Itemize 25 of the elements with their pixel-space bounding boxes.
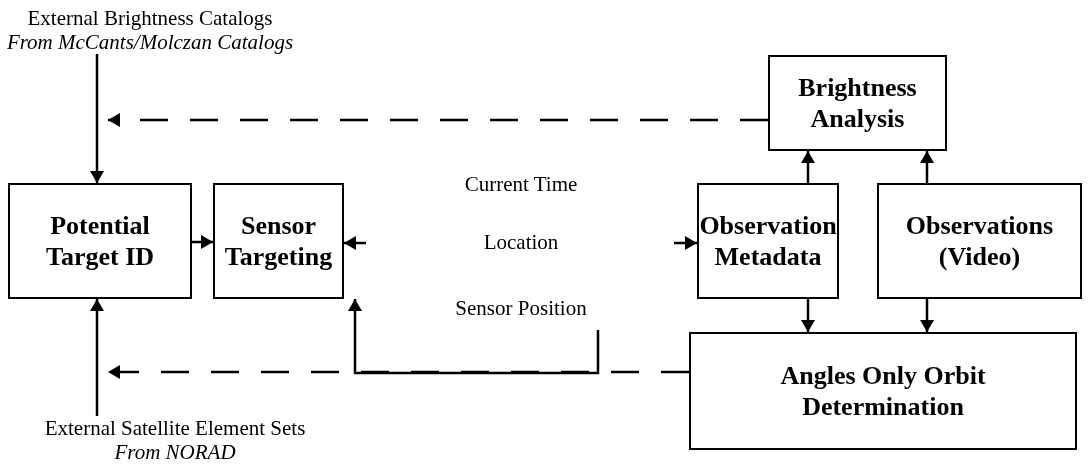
process-box: Observation Metadata bbox=[697, 183, 839, 299]
source-title: External Brightness Catalogs bbox=[26, 6, 274, 30]
process-box: Observations (Video) bbox=[877, 183, 1082, 299]
process-box: Angles Only Orbit Determination bbox=[689, 332, 1077, 450]
data-label: Current Time bbox=[464, 172, 578, 197]
data-label: Location bbox=[483, 230, 559, 255]
process-box: Potential Target ID bbox=[8, 183, 192, 299]
source-title: External Satellite Element Sets bbox=[43, 416, 307, 440]
process-box: Sensor Targeting bbox=[213, 183, 344, 299]
dashed-arrow bbox=[108, 365, 689, 379]
source-note: From McCants/Molczan Catalogs bbox=[5, 30, 295, 54]
arrow bbox=[348, 299, 600, 375]
chevron-arrow bbox=[920, 299, 934, 332]
chevron-arrow bbox=[674, 236, 697, 250]
chevron-arrow bbox=[920, 151, 934, 183]
source-note: From NORAD bbox=[113, 440, 237, 464]
arrow bbox=[90, 54, 104, 183]
arrow bbox=[90, 299, 104, 416]
dashed-arrow bbox=[108, 113, 768, 127]
chevron-arrow bbox=[344, 236, 366, 250]
chevron-arrow bbox=[801, 299, 815, 332]
data-label: Sensor Position bbox=[455, 296, 587, 321]
chevron-arrow bbox=[801, 151, 815, 183]
process-box: Brightness Analysis bbox=[768, 55, 947, 151]
chevron-arrow bbox=[192, 235, 213, 249]
